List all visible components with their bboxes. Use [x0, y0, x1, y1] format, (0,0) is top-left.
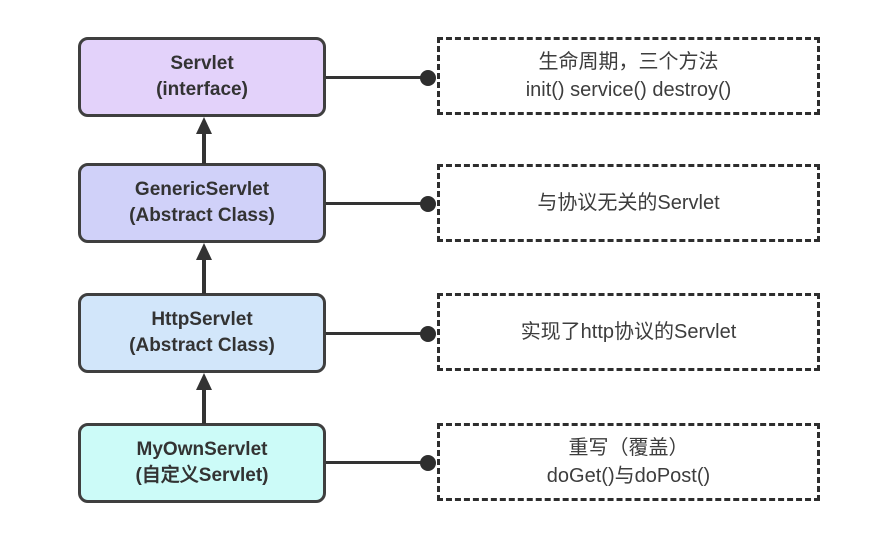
note-servlet-lifecycle: 生命周期，三个方法 init() service() destroy(): [437, 37, 820, 115]
note-line: init() service() destroy(): [525, 79, 732, 101]
note-my-own-servlet: 重写（覆盖） doGet()与doPost(): [437, 423, 820, 501]
note-line: 重写（覆盖）: [568, 437, 689, 459]
node-title: GenericServlet: [134, 179, 270, 201]
connector-dot-icon: [420, 195, 436, 212]
arrow-shaft: [201, 390, 206, 424]
note-line: 与协议无关的Servlet: [537, 192, 720, 214]
arrow-head-icon: [195, 373, 212, 390]
arrow-head-icon: [195, 243, 212, 260]
note-line: 实现了http协议的Servlet: [520, 321, 737, 343]
node-http-servlet: HttpServlet (Abstract Class): [78, 293, 326, 373]
note-connector-line: [326, 69, 436, 86]
node-generic-servlet: GenericServlet (Abstract Class): [78, 163, 326, 243]
inheritance-arrow-icon: [195, 243, 212, 294]
node-my-own-servlet: MyOwnServlet (自定义Servlet): [78, 423, 326, 503]
node-subtitle: (自定义Servlet): [135, 465, 269, 486]
node-title: HttpServlet: [151, 309, 253, 331]
node-servlet: Servlet (interface): [78, 37, 326, 117]
note-line: 生命周期，三个方法: [538, 51, 719, 73]
note-connector-line: [326, 454, 436, 471]
inheritance-arrow-icon: [195, 373, 212, 424]
note-generic-servlet: 与协议无关的Servlet: [437, 164, 820, 242]
node-title: Servlet: [170, 53, 234, 75]
node-subtitle: (Abstract Class): [129, 205, 275, 226]
connector-dot-icon: [420, 454, 436, 471]
note-http-servlet: 实现了http协议的Servlet: [437, 293, 820, 371]
node-title: MyOwnServlet: [136, 439, 268, 461]
connector-dot-icon: [420, 325, 436, 342]
note-connector-line: [326, 195, 436, 212]
note-line: doGet()与doPost(): [546, 465, 711, 487]
arrow-shaft: [201, 260, 206, 294]
arrow-shaft: [201, 134, 206, 164]
note-connector-line: [326, 325, 436, 342]
connector-dot-icon: [420, 69, 436, 86]
arrow-head-icon: [195, 117, 212, 134]
node-subtitle: (interface): [156, 79, 248, 100]
inheritance-arrow-icon: [195, 117, 212, 164]
node-subtitle: (Abstract Class): [129, 335, 275, 356]
